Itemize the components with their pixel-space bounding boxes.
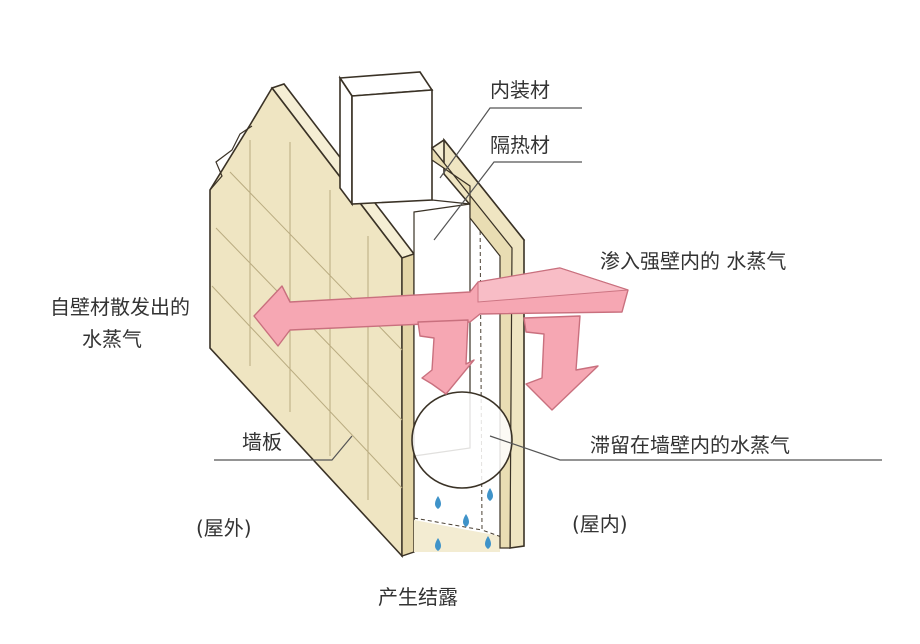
label-interior-material: 内装材 [490, 78, 550, 102]
leader-wall-board [214, 435, 353, 461]
droplet-icon [463, 514, 469, 527]
leader-interior-material [439, 107, 582, 179]
label-insulation: 隔热材 [490, 133, 550, 157]
interior-board-inner [431, 146, 513, 549]
vapor-arrow-main [253, 267, 629, 347]
wall-board-broken-edge [209, 125, 253, 191]
droplet-icon [435, 496, 441, 509]
leader-insulation [433, 161, 582, 241]
leader-trapped-vapor [489, 435, 882, 461]
droplet-icon [485, 536, 491, 549]
insulation-front [339, 75, 353, 207]
vapor-arrow-down-right [523, 315, 599, 411]
label-vapor-in: 渗入强壁内的 水蒸气 [600, 249, 786, 273]
label-condensation: 产生结露 [378, 585, 458, 609]
condensation-droplets [435, 488, 493, 551]
label-vapor-out-line1: 自壁材散发出的 [50, 295, 190, 319]
vapor-arrow-down-left [417, 319, 475, 395]
leader-lines [214, 107, 882, 461]
label-outside: (屋外) [196, 516, 252, 540]
droplet-icon [435, 538, 441, 551]
trapped-vapor-circle [411, 391, 513, 489]
label-vapor-trapped: 滞留在墙壁内的水蒸气 [590, 433, 790, 457]
droplet-icon [487, 488, 493, 501]
label-wall-board: 墙板 [242, 430, 282, 454]
insulation-side [351, 89, 433, 205]
label-inside: (屋内) [572, 512, 628, 536]
label-vapor-out-line2: 水蒸气 [82, 327, 142, 351]
interior-board [430, 137, 526, 549]
